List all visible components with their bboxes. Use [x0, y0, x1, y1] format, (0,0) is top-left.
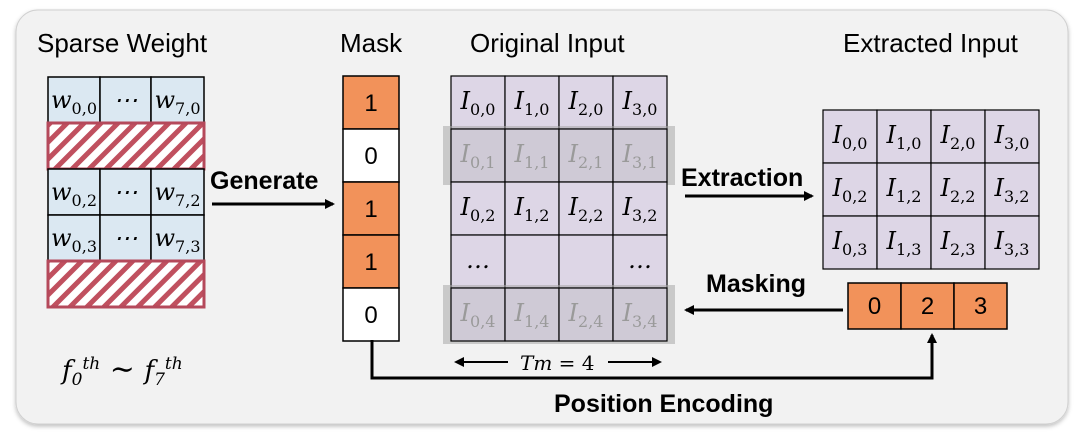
input-value: I3,1	[622, 140, 658, 172]
weight-value: w7,0	[155, 86, 201, 118]
input-value: …	[628, 246, 652, 274]
input-value: I2,4	[568, 299, 604, 331]
input-cell	[612, 181, 668, 236]
extracted-value: I0,2	[832, 174, 868, 206]
extracted-value: I3,3	[994, 227, 1030, 259]
weight-value: w0,3	[51, 224, 97, 256]
mask-cell	[342, 181, 400, 236]
input-cell	[612, 75, 668, 130]
input-value: I0,2	[460, 193, 496, 225]
mask-value: 0	[364, 143, 377, 170]
input-value: I0,0	[460, 87, 496, 119]
position-value: 2	[921, 293, 934, 320]
extracted-cell	[984, 215, 1040, 270]
input-cell	[558, 287, 614, 342]
position-cell	[953, 282, 1008, 330]
extracted-value: I1,3	[886, 227, 922, 259]
mask-cell	[342, 128, 400, 183]
extracted-value: I1,2	[886, 174, 922, 206]
extracted-cell	[876, 162, 932, 217]
weight-cell	[99, 168, 152, 216]
extracted-value: I2,2	[940, 174, 976, 206]
input-value: I0,4	[460, 299, 496, 331]
extracted-value: I3,0	[994, 121, 1030, 153]
title-original-input: Original Input	[470, 28, 625, 58]
position-encoding-vector: 0 2 3	[847, 282, 1008, 330]
mask-value: 0	[364, 302, 377, 329]
input-cell	[558, 128, 614, 183]
mask-vector: 1 0 1 1 0	[342, 75, 400, 342]
pruned-row	[46, 259, 206, 309]
input-cell	[612, 128, 668, 183]
extracted-cell	[822, 109, 878, 164]
original-input-matrix: I0,0 I1,0 I2,0 I3,0I0,1 I1,1 I2,1 I3,1I0,2 I1,2…	[443, 75, 675, 344]
input-value: I1,0	[514, 87, 550, 119]
title-sparse-weight: Sparse Weight	[37, 28, 208, 58]
input-value: I1,2	[514, 193, 550, 225]
weight-cell	[150, 76, 205, 124]
input-cell	[450, 234, 506, 289]
weight-cell	[150, 214, 205, 262]
input-value: …	[466, 246, 490, 274]
input-cell	[612, 287, 668, 342]
position-cell	[847, 282, 902, 330]
position-value: 3	[974, 293, 987, 320]
input-value: I1,4	[514, 299, 550, 331]
pruned-row	[46, 121, 206, 171]
position-encoding-connector	[370, 333, 937, 380]
weight-value: w7,3	[155, 224, 201, 256]
extracted-cell	[930, 215, 986, 270]
mask-value: 1	[364, 196, 377, 223]
position-value: 0	[868, 293, 881, 320]
weight-value: ⋯	[114, 224, 138, 252]
position-encoding-label: Position Encoding	[554, 390, 773, 418]
input-value: I3,2	[622, 193, 658, 225]
weight-value: w0,0	[51, 86, 97, 118]
input-value: I2,1	[568, 140, 604, 172]
input-cell	[558, 234, 614, 289]
mask-value: 1	[364, 90, 377, 117]
extracted-value: I0,3	[832, 227, 868, 259]
sparse-weight-matrix: w0,0 ⋯ w7,0 w0,2 ⋯ w7,2 w0,3 ⋯ w7,3	[46, 76, 206, 309]
input-value: I3,0	[622, 87, 658, 119]
mask-cell	[342, 75, 400, 130]
tm-label: Tm = 4	[520, 351, 595, 375]
input-cell	[558, 181, 614, 236]
weight-cell	[99, 76, 152, 124]
extracted-input-matrix: I0,0 I1,0 I2,0 I3,0I0,2 I1,2 I2,2 I3,2I0,3 I1,3…	[822, 109, 1040, 270]
input-value: I1,1	[514, 140, 550, 172]
input-cell	[504, 234, 560, 289]
input-value: I3,4	[622, 299, 658, 331]
extracted-cell	[984, 109, 1040, 164]
extracted-value: I2,3	[940, 227, 976, 259]
title-mask: Mask	[340, 28, 403, 58]
mask-value: 1	[364, 249, 377, 276]
input-value: I2,2	[568, 193, 604, 225]
input-cell	[450, 75, 506, 130]
input-cell	[450, 128, 506, 183]
weight-value: ⋯	[114, 178, 138, 206]
weight-value: w0,2	[51, 178, 97, 210]
extracted-cell	[930, 109, 986, 164]
extracted-value: I2,0	[940, 121, 976, 153]
title-extracted-input: Extracted Input	[843, 28, 1019, 58]
input-cell	[612, 234, 668, 289]
input-value: I2,0	[568, 87, 604, 119]
input-value: I0,1	[460, 140, 496, 172]
weight-value: w7,2	[155, 178, 201, 210]
extracted-cell	[876, 215, 932, 270]
extracted-cell	[984, 162, 1040, 217]
extracted-cell	[876, 109, 932, 164]
masking-label: Masking	[706, 270, 806, 298]
extracted-value: I1,0	[886, 121, 922, 153]
weight-cell	[47, 76, 101, 124]
generate-label: Generate	[210, 167, 318, 195]
weight-value: ⋯	[114, 86, 138, 114]
extracted-value: I0,0	[832, 121, 868, 153]
extracted-cell	[930, 162, 986, 217]
extracted-value: I3,2	[994, 174, 1030, 206]
position-cell	[900, 282, 955, 330]
extraction-label: Extraction	[681, 164, 803, 192]
